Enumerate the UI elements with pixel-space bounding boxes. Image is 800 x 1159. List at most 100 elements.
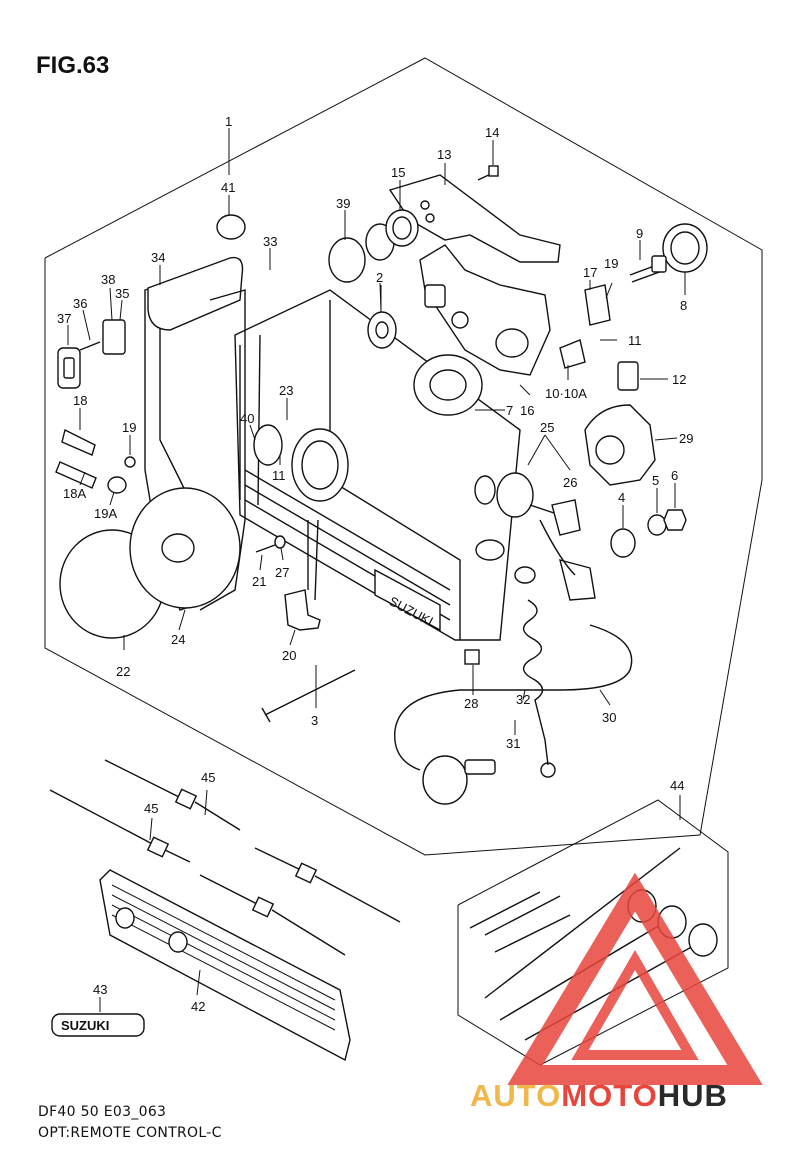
- plate-24: [129, 487, 241, 609]
- connector-30: [422, 755, 468, 805]
- leader-lines: [67, 128, 686, 1012]
- callout-24: 24: [171, 632, 185, 647]
- lever-plate-16: [419, 244, 551, 376]
- footer-description: OPT:REMOTE CONTROL-C: [38, 1125, 222, 1141]
- callout-12: 12: [672, 372, 686, 387]
- clip-37: [57, 347, 81, 389]
- callout-31: 31: [506, 736, 520, 751]
- callout-36: 36: [73, 296, 87, 311]
- panel-42: [99, 869, 351, 1062]
- cam-29: [584, 404, 656, 486]
- badge-43-text: SUZUKI: [61, 1018, 109, 1033]
- watermark-text: AUTOMOTOHUB: [470, 1078, 728, 1113]
- callout-45a: 45: [201, 770, 215, 785]
- switch-12: [617, 361, 639, 391]
- switch-35: [102, 319, 126, 355]
- callout-23: 23: [279, 383, 293, 398]
- callout-40: 40: [240, 411, 254, 426]
- callout-38: 38: [101, 272, 115, 287]
- washer-27: [274, 535, 286, 549]
- watermark-inner-triangle-icon: [571, 950, 699, 1060]
- callout-25: 25: [540, 420, 554, 435]
- washer-5: [647, 514, 667, 536]
- pin-18a: [55, 461, 97, 489]
- clip-19: [124, 456, 136, 468]
- callout-labels: 1 2 3 4 5 6 7 8 9 10·10A 11 11 12 13 14 …: [57, 114, 693, 1014]
- cables-45: [49, 759, 401, 956]
- callout-32: 32: [516, 692, 530, 707]
- ring-15-b: [385, 209, 419, 247]
- callout-44: 44: [670, 778, 684, 793]
- callout-30: 30: [602, 710, 616, 725]
- callout-18a: 18A: [63, 486, 86, 501]
- plate-24-hole: [161, 533, 195, 563]
- callout-3: 3: [311, 713, 318, 728]
- callout-43: 43: [93, 982, 107, 997]
- badge-43: [51, 1013, 145, 1037]
- harness-30: [394, 624, 633, 771]
- callout-39: 39: [336, 196, 350, 211]
- bracket-13: [388, 174, 561, 263]
- callout-17: 17: [583, 265, 597, 280]
- callout-1: 1: [225, 114, 232, 129]
- footer-code: DF40 50 E03_063: [38, 1104, 167, 1120]
- callout-41: 41: [221, 180, 235, 195]
- callout-21: 21: [252, 574, 266, 589]
- watermark-triangle-icon: [507, 872, 763, 1085]
- callout-10: 10·10A: [545, 386, 587, 401]
- seal-8: [662, 223, 708, 273]
- callout-19a: 19: [604, 256, 618, 271]
- callout-19b: 19: [122, 420, 136, 435]
- bolt-3: [264, 669, 356, 716]
- ring-39: [328, 237, 366, 283]
- clip-10: [559, 339, 586, 369]
- callout-18: 18: [73, 393, 87, 408]
- callout-35: 35: [115, 286, 129, 301]
- callout-19c: 19A: [94, 506, 117, 521]
- callout-22: 22: [116, 664, 130, 679]
- callout-11a: 11: [628, 333, 642, 348]
- screw-36: [79, 341, 101, 351]
- callout-37: 37: [57, 311, 71, 326]
- key-switch: [474, 472, 596, 601]
- ring-2: [367, 311, 397, 349]
- callout-5: 5: [652, 473, 659, 488]
- callout-16: 16: [520, 403, 534, 418]
- watermark-logo: [507, 872, 763, 1085]
- callout-8: 8: [680, 298, 687, 313]
- callout-4: 4: [618, 490, 625, 505]
- screw-21: [255, 544, 276, 553]
- ring-41: [216, 214, 246, 240]
- bolt-3-head: [261, 707, 271, 723]
- callout-29: 29: [679, 431, 693, 446]
- callout-26: 26: [563, 475, 577, 490]
- callout-34: 34: [151, 250, 165, 265]
- clip-17: [584, 284, 611, 326]
- figure-title: FIG.63: [36, 52, 110, 79]
- washer-19a: [107, 476, 127, 494]
- callout-42: 42: [191, 999, 205, 1014]
- lanyard-switch: [464, 539, 556, 778]
- callout-11b: 11: [272, 468, 286, 483]
- callout-6: 6: [671, 468, 678, 483]
- spacer-4: [610, 528, 636, 558]
- gear-assembly-23: [253, 424, 349, 502]
- callout-33: 33: [263, 234, 277, 249]
- callout-13: 13: [437, 147, 451, 162]
- callout-14: 14: [485, 125, 499, 140]
- bracket-20: [284, 589, 321, 631]
- callout-20: 20: [282, 648, 296, 663]
- callout-9: 9: [636, 226, 643, 241]
- nut-6: [663, 509, 687, 531]
- assembly-outline-44: [457, 799, 729, 1066]
- callout-7: 7: [506, 403, 513, 418]
- callout-28: 28: [464, 696, 478, 711]
- callout-15: 15: [391, 165, 405, 180]
- callout-2: 2: [376, 270, 383, 285]
- pin-18: [61, 428, 96, 456]
- assembly-outline-1: [44, 57, 763, 856]
- washer-7: [413, 354, 483, 416]
- callout-27: 27: [275, 565, 289, 580]
- callout-45b: 45: [144, 801, 158, 816]
